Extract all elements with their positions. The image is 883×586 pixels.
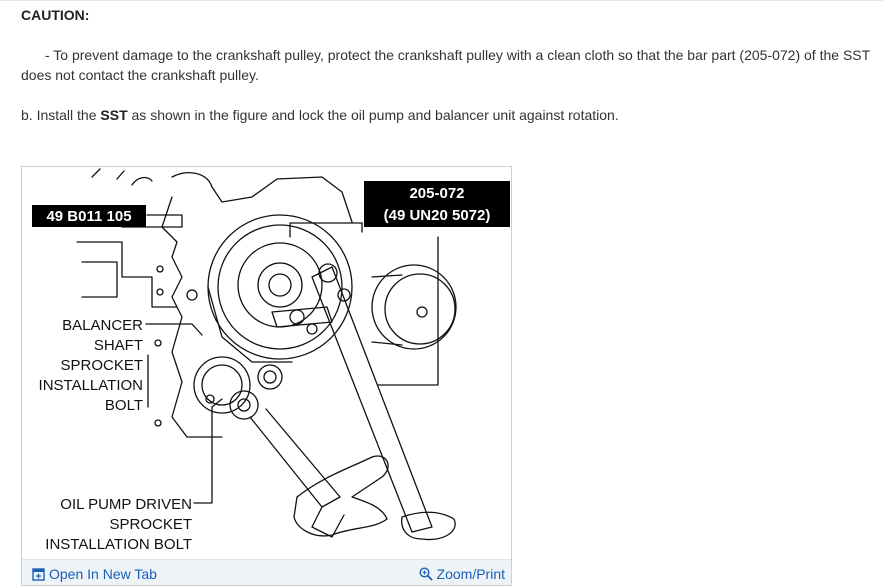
balancer-label-line-1: BALANCER [62,317,143,334]
engine-illustration: 49 B011 105 205-072 (49 UN20 5072) BALAN… [32,168,510,553]
balancer-label-line-3: SPROCKET [60,357,143,374]
balancer-label-line-2: SHAFT [94,337,143,354]
open-in-new-tab-icon [32,567,45,581]
step-b-paragraph: b. Install the SST as shown in the figur… [21,105,871,125]
zoom-icon [419,567,433,581]
open-in-new-tab-label: Open In New Tab [49,566,157,582]
step-b-prefix: b. Install the [21,107,101,123]
figure-toolbar: Open In New Tab Zoom/Print [22,559,511,585]
balancer-label-line-5: BOLT [105,397,143,414]
tool-label-bg-2 [364,181,510,227]
tool-label-205072: 205-072 [409,185,464,202]
caution-heading: CAUTION: [21,7,90,23]
zoom-print-label: Zoom/Print [436,566,505,582]
tool-label-49b011105: 49 B011 105 [46,208,131,225]
oilpump-label-line-2: SPROCKET [109,516,192,533]
top-divider [0,0,883,1]
caution-paragraph: - To prevent damage to the crankshaft pu… [21,45,871,85]
zoom-print-link[interactable]: Zoom/Print [419,566,505,582]
oilpump-label-line-1: OIL PUMP DRIVEN [60,496,192,513]
open-in-new-tab-link[interactable]: Open In New Tab [32,566,157,582]
oilpump-label-line-3: INSTALLATION BOLT [45,536,192,553]
tool-label-bg-1 [32,205,146,227]
tool-label-49un205072: (49 UN20 5072) [384,207,491,224]
balancer-label-line-4: INSTALLATION [39,377,143,394]
step-b-sst: SST [100,107,128,123]
step-b-suffix: as shown in the figure and lock the oil … [127,107,619,123]
sst-installation-figure: 49 B011 105 205-072 (49 UN20 5072) BALAN… [21,166,512,586]
caution-text: - To prevent damage to the crankshaft pu… [21,47,870,83]
